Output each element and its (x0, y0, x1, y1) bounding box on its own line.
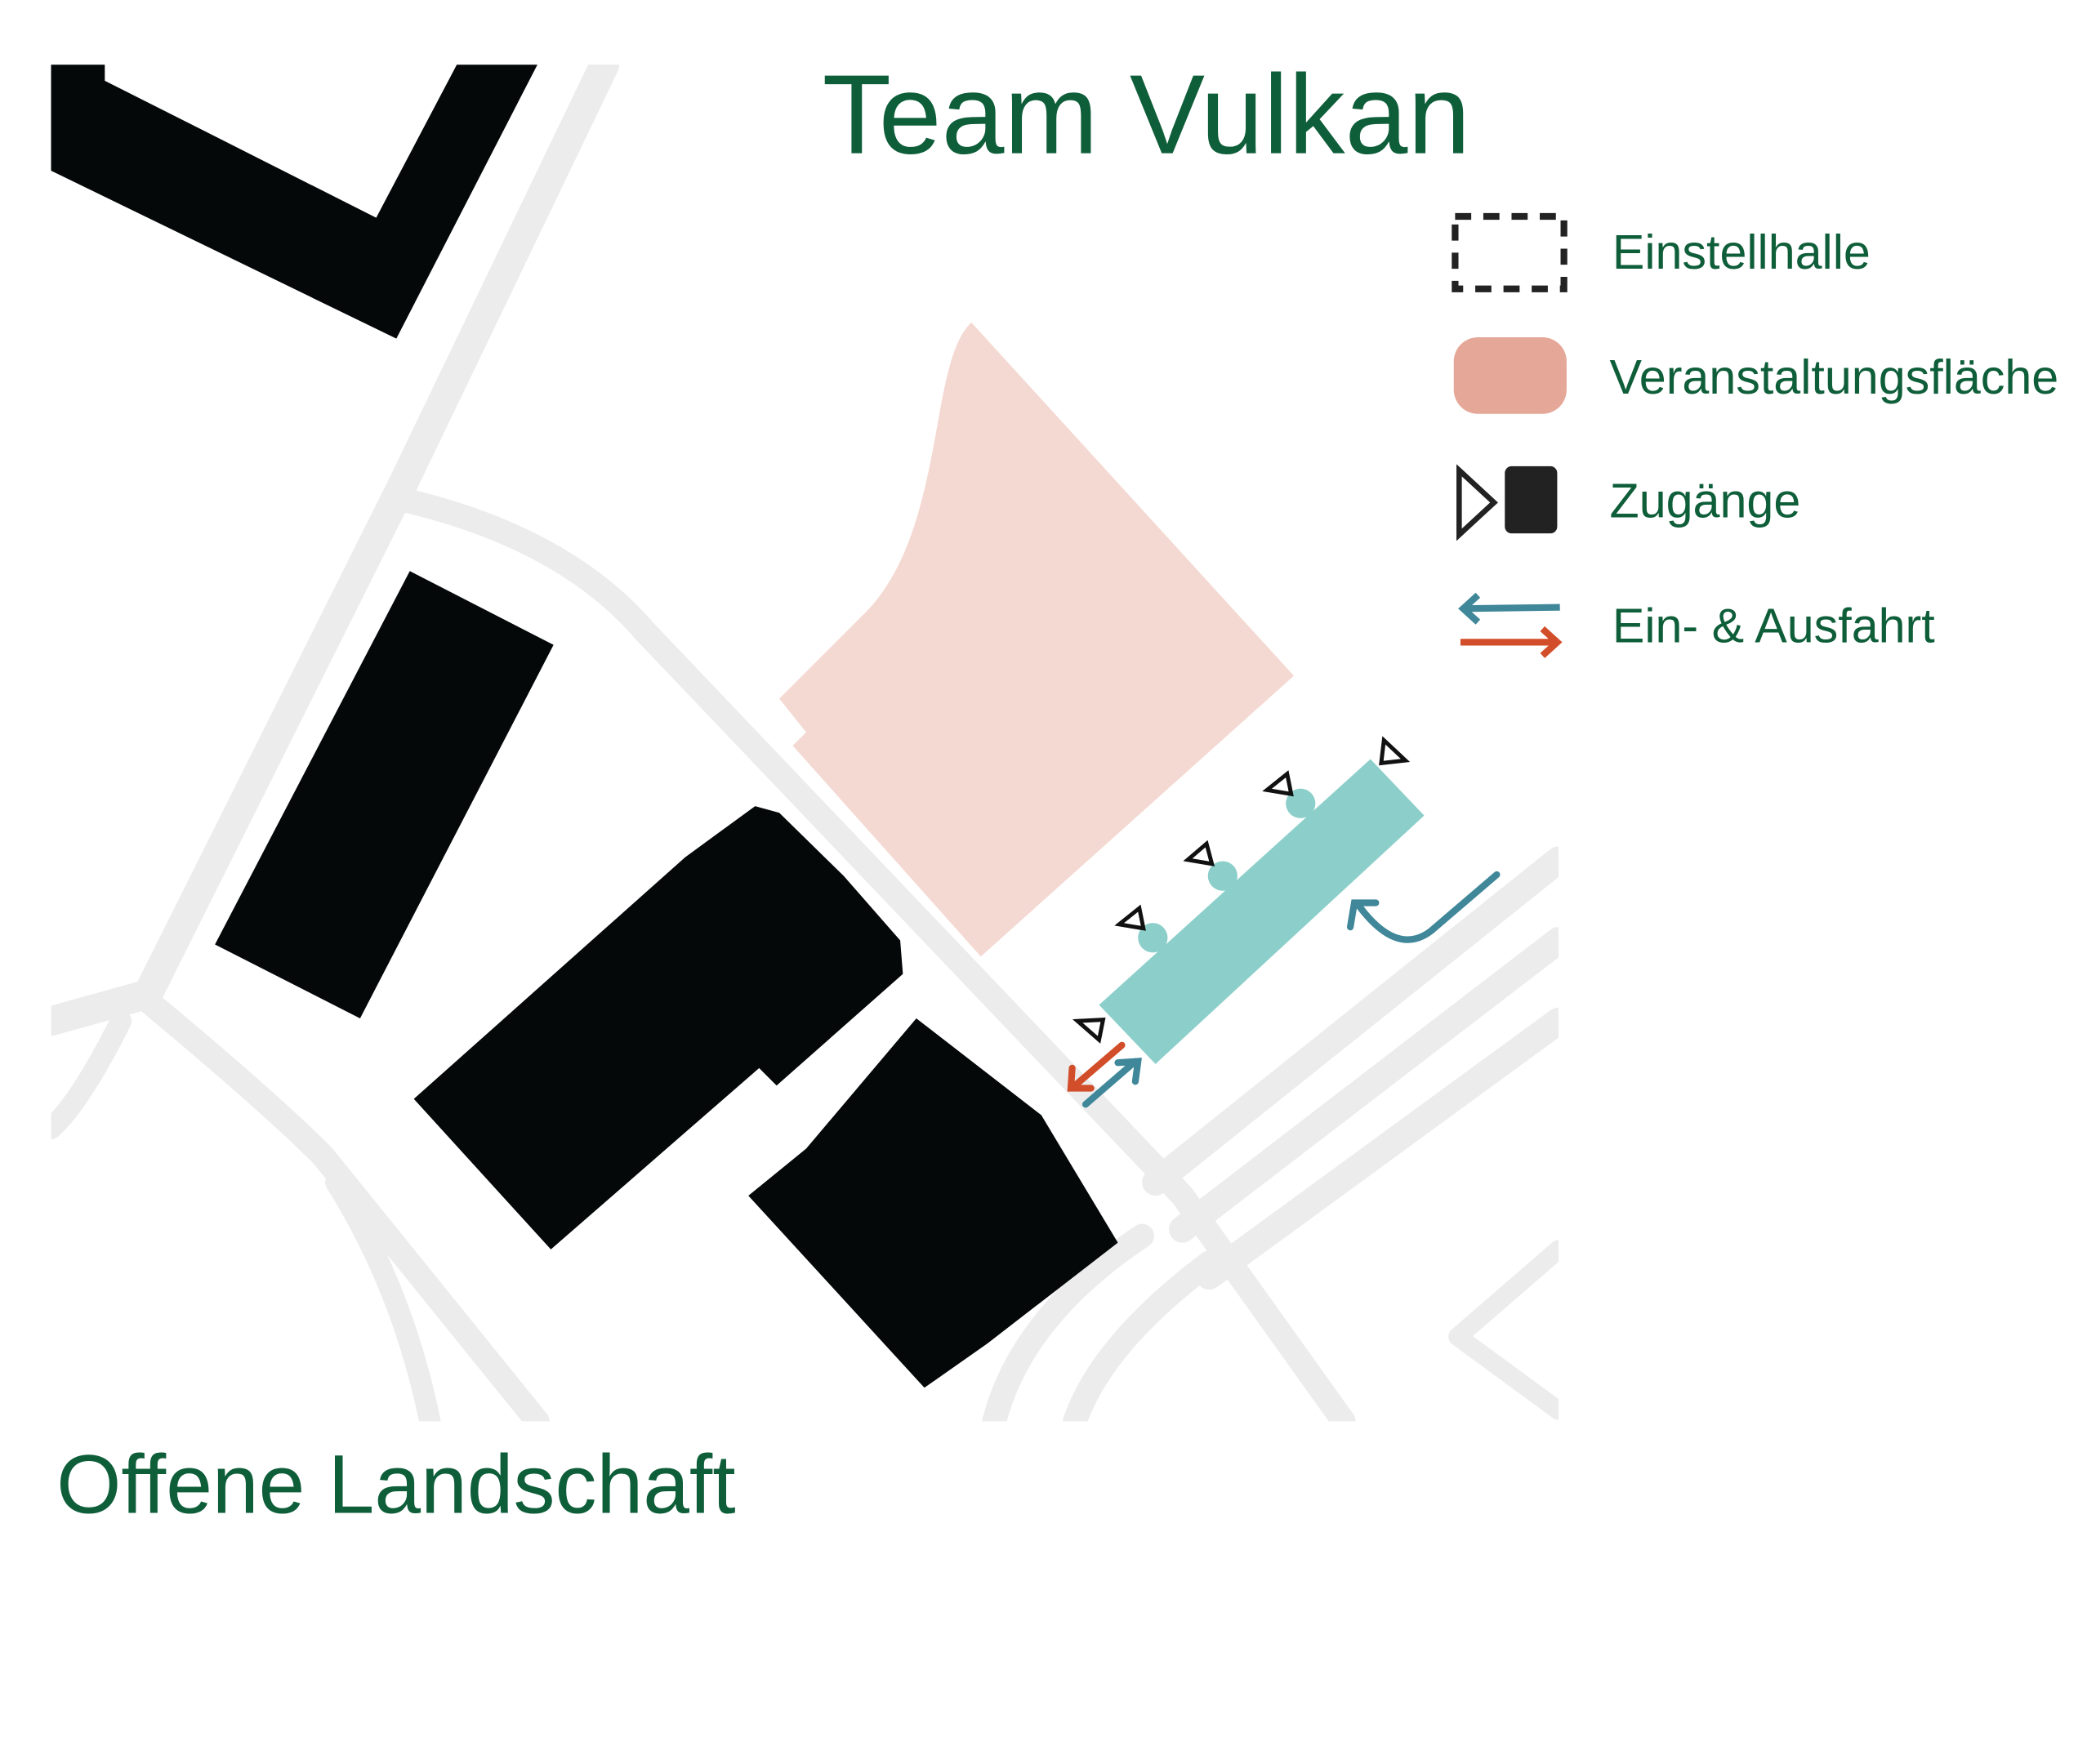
triangle-icon (1456, 464, 1498, 541)
pink-rounded-square-icon (1453, 337, 1567, 414)
entry-arrow-icon (1081, 1058, 1142, 1108)
building-west (215, 571, 554, 1018)
legend-label: Ein- & Ausfahrt (1612, 598, 1935, 653)
legend-item-zugaenge: Zugänge (1456, 464, 1801, 541)
exit-arrow-icon (1067, 1041, 1126, 1092)
parking-structure (1099, 759, 1425, 1064)
legend-item-einstellhalle: Einstellhalle (1452, 212, 1871, 292)
map-subtitle: Offene Landschaft (56, 1437, 735, 1530)
access-triangle-icon (1183, 840, 1215, 866)
square-icon (1505, 466, 1558, 534)
entry-curve-arrow-icon (1346, 871, 1501, 943)
building-center (413, 806, 903, 1250)
access-triangle-icon (1114, 904, 1146, 931)
building-north (51, 65, 537, 339)
legend: Einstellhalle Veranstaltungsfläche Zugän… (1452, 212, 2059, 658)
legend-item-veranstaltungsflaeche: Veranstaltungsfläche (1453, 337, 2059, 414)
legend-label: Einstellhalle (1612, 225, 1871, 279)
event-area (779, 322, 1295, 957)
access-points (1072, 736, 1411, 1044)
map-area (51, 65, 1559, 1422)
access-triangle-icon (1072, 1017, 1106, 1044)
map-title: Team Vulkan (823, 52, 1471, 178)
legend-label: Zugänge (1610, 473, 1801, 528)
entry-arrow-icon (1458, 592, 1560, 625)
entry-exit-arrows (1067, 871, 1501, 1108)
access-triangle-icon (1379, 736, 1411, 766)
dashed-rectangle-icon (1452, 212, 1568, 292)
access-triangle-icon (1262, 770, 1294, 797)
legend-item-ein-ausfahrt: Ein- & Ausfahrt (1458, 592, 1935, 658)
building-south (748, 1018, 1118, 1388)
roads (51, 65, 1559, 1422)
legend-label: Veranstaltungsfläche (1610, 350, 2059, 404)
exit-arrow-icon (1460, 626, 1563, 658)
